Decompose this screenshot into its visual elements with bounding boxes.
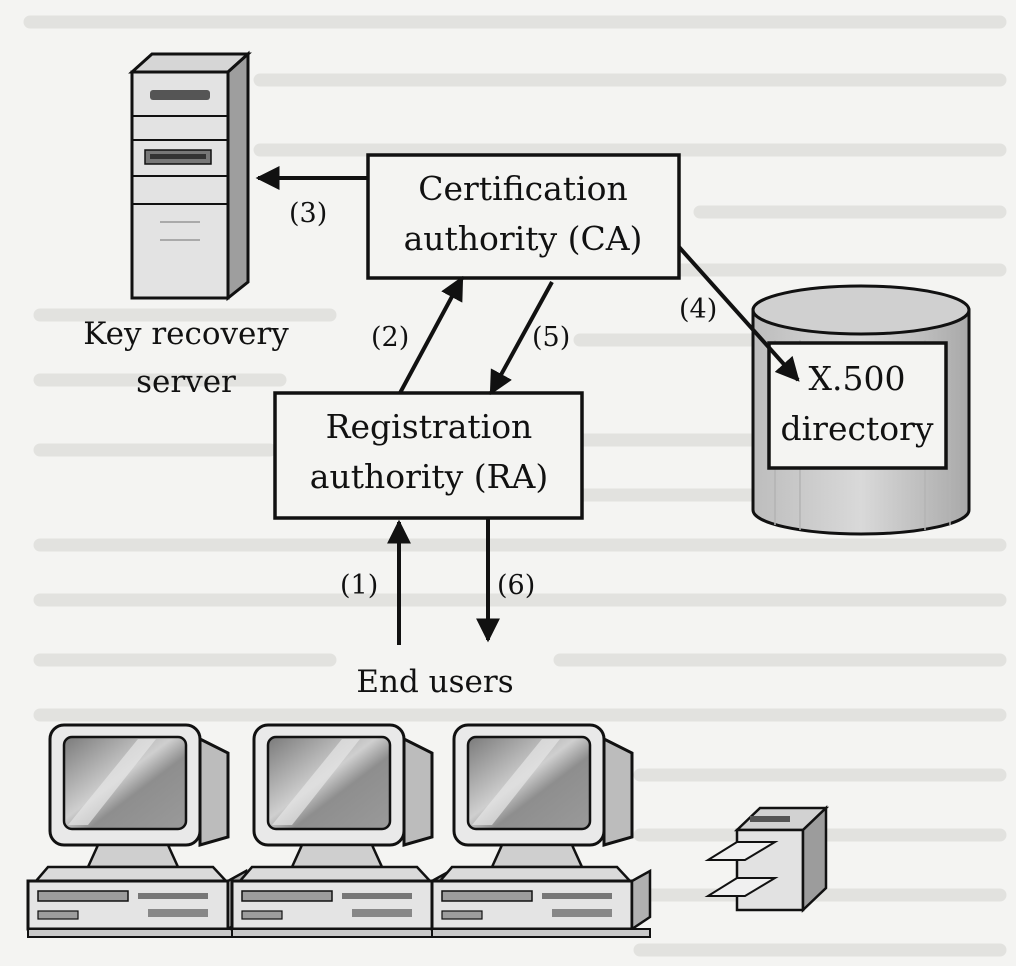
ca-box[interactable]	[366, 153, 681, 280]
arrow-step-5	[489, 281, 554, 396]
step-label-4: (4)	[679, 294, 717, 325]
ra-box[interactable]	[273, 391, 584, 520]
desktop-computer-icon	[26, 723, 248, 939]
directory-label-line1: X.500	[809, 359, 906, 398]
end-users-label: End users	[356, 664, 513, 700]
ra-label-line1: Registration	[326, 407, 533, 446]
ca-label-line2: authority (CA)	[404, 219, 643, 258]
server-tower-icon	[128, 50, 252, 302]
desktop-computer-icon	[430, 723, 652, 939]
step-label-3: (3)	[289, 198, 327, 229]
arrow-step-4	[677, 245, 800, 382]
directory-label-line2: directory	[780, 409, 933, 448]
step-label-1: (1)	[340, 570, 378, 601]
key-server-label-line2: server	[136, 364, 236, 400]
arrow-step-2	[398, 275, 464, 394]
step-label-5: (5)	[532, 322, 570, 353]
ra-label-line2: authority (RA)	[310, 457, 548, 496]
ca-label-line1: Certification	[418, 169, 627, 208]
key-server-label-line1: Key recovery	[83, 316, 289, 352]
printer-icon	[704, 805, 830, 913]
step-label-2: (2)	[371, 322, 409, 353]
step-label-6: (6)	[497, 570, 535, 601]
desktop-computer-icon	[230, 723, 452, 939]
